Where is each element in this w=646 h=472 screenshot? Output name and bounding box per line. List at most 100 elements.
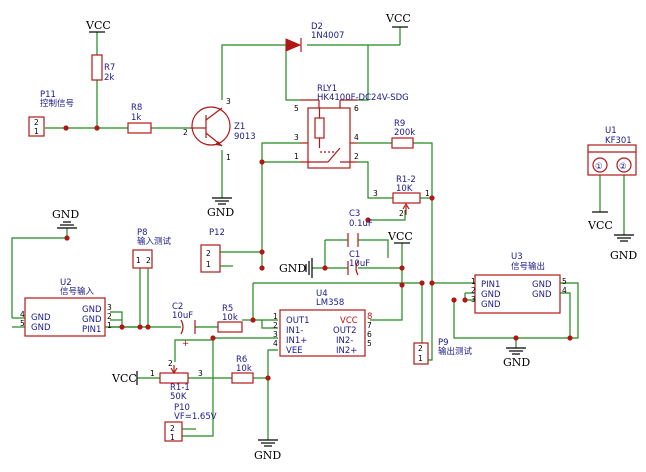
svg-text:3: 3 xyxy=(226,97,231,106)
svg-text:①: ① xyxy=(595,162,603,172)
svg-text:HK4100F-DC24V-SDG: HK4100F-DC24V-SDG xyxy=(317,93,409,103)
svg-text:3: 3 xyxy=(107,303,112,312)
svg-text:2k: 2k xyxy=(104,73,114,83)
junction-dot xyxy=(365,217,371,223)
junction-dot xyxy=(94,125,100,131)
svg-text:P8: P8 xyxy=(137,228,148,238)
svg-text:1: 1 xyxy=(273,312,278,321)
svg-text:VCC: VCC xyxy=(387,230,413,243)
svg-text:1: 1 xyxy=(418,354,423,363)
resistor-r5: R5 10k xyxy=(217,304,243,333)
gnd-symbol-u3: GND xyxy=(503,347,530,369)
svg-text:5: 5 xyxy=(294,104,299,113)
junction-dot xyxy=(137,324,143,330)
svg-text:2: 2 xyxy=(418,344,423,353)
svg-text:2: 2 xyxy=(354,152,359,161)
svg-text:U4: U4 xyxy=(316,289,328,299)
svg-text:②: ② xyxy=(619,162,627,172)
svg-text:R6: R6 xyxy=(236,355,247,365)
resistor-r7: R7 2k xyxy=(91,54,115,83)
svg-text:GND: GND xyxy=(254,449,281,462)
svg-text:控制信号: 控制信号 xyxy=(40,98,74,109)
junction-dot xyxy=(322,265,328,271)
svg-text:6: 6 xyxy=(354,104,359,113)
svg-text:10K: 10K xyxy=(396,184,413,194)
svg-text:VCC: VCC xyxy=(587,219,613,232)
svg-text:信号输入: 信号输入 xyxy=(60,286,95,297)
svg-text:IN2-: IN2- xyxy=(336,336,353,346)
svg-text:P9: P9 xyxy=(438,338,449,348)
svg-text:6: 6 xyxy=(367,330,372,339)
svg-text:3: 3 xyxy=(294,133,299,142)
junction-dot xyxy=(399,265,405,271)
module-u3: U3 信号输出 PIN1 GND GND 1 2 3 GND GND 5 4 xyxy=(471,252,567,314)
junction-dot xyxy=(259,265,265,271)
svg-text:2: 2 xyxy=(399,209,404,218)
svg-text:2: 2 xyxy=(273,321,278,330)
svg-text:VCC: VCC xyxy=(340,316,358,326)
relay-rly1: RLY1 HK4100F-DC24V-SDG 5 6 3 4 1 2 xyxy=(294,84,409,169)
svg-text:R1-2: R1-2 xyxy=(396,175,416,185)
svg-text:1: 1 xyxy=(150,369,155,378)
vcc-symbol-d2: VCC xyxy=(385,12,411,28)
svg-text:0.1uF: 0.1uF xyxy=(349,219,373,229)
svg-text:R5: R5 xyxy=(222,304,233,314)
capacitor-c3: C3 0.1uF xyxy=(347,209,373,247)
svg-text:2: 2 xyxy=(146,256,151,265)
svg-text:IN1-: IN1- xyxy=(286,326,303,336)
svg-text:GND: GND xyxy=(31,323,51,333)
svg-text:R9: R9 xyxy=(394,119,405,129)
junction-dot xyxy=(462,297,468,303)
svg-text:LM358: LM358 xyxy=(316,298,344,308)
junction-dot xyxy=(399,282,405,288)
junction-dot xyxy=(429,195,435,201)
svg-text:信号输出: 信号输出 xyxy=(511,261,545,272)
svg-text:VEE: VEE xyxy=(286,346,303,356)
resistor-r6: R6 10k xyxy=(231,355,254,384)
svg-text:4: 4 xyxy=(273,339,278,348)
junction-dot xyxy=(259,249,265,255)
connector-p12: P12 2 1 xyxy=(200,228,225,273)
svg-text:1: 1 xyxy=(471,277,476,286)
svg-text:2: 2 xyxy=(107,312,112,321)
vcc-symbol-u1: VCC xyxy=(587,211,613,232)
wires xyxy=(11,27,625,440)
svg-text:3: 3 xyxy=(198,369,203,378)
svg-text:P12: P12 xyxy=(209,228,225,238)
svg-text:RLY1: RLY1 xyxy=(317,84,337,94)
capacitor-c1: C1 10uF xyxy=(347,250,370,276)
junction-dot xyxy=(567,335,573,341)
vcc-symbol-r7: VCC xyxy=(85,19,111,33)
svg-text:VF=1.65V: VF=1.65V xyxy=(174,412,217,422)
potentiometer-r1-2: R1-2 10K 3 2 1 xyxy=(373,175,430,218)
svg-text:GND: GND xyxy=(279,262,306,275)
junctions xyxy=(63,125,573,381)
connector-p8: P8 输入测试 1 2 xyxy=(132,228,172,269)
svg-text:VCC: VCC xyxy=(385,12,411,25)
terminal-u1: U1 KF301 ① ② xyxy=(587,126,637,176)
gnd-symbol-u1: GND xyxy=(610,234,637,262)
junction-dot xyxy=(210,335,216,341)
svg-text:KF301: KF301 xyxy=(605,136,632,146)
module-u2: U2 信号输入 GND GND 4 5 GND GND PIN1 3 2 1 xyxy=(20,278,112,337)
gnd-symbol-u4: GND xyxy=(254,439,281,462)
junction-dot xyxy=(419,280,425,286)
gnd-symbol-transistor: GND xyxy=(207,197,234,219)
svg-text:PIN1: PIN1 xyxy=(82,325,101,335)
svg-text:4: 4 xyxy=(562,286,567,295)
junction-dot xyxy=(63,125,69,131)
svg-text:1: 1 xyxy=(226,153,231,162)
svg-text:10uF: 10uF xyxy=(172,311,193,321)
capacitor-c2: C2 10uF + xyxy=(172,302,196,349)
junction-dot xyxy=(451,297,457,303)
junction-dot xyxy=(145,324,151,330)
svg-text:U2: U2 xyxy=(60,278,72,288)
svg-text:P11: P11 xyxy=(40,90,56,100)
svg-text:输入测试: 输入测试 xyxy=(137,236,172,247)
junction-dot xyxy=(513,335,519,341)
svg-text:GND: GND xyxy=(610,249,637,262)
svg-text:GND: GND xyxy=(82,305,102,315)
junction-dot xyxy=(429,280,435,286)
